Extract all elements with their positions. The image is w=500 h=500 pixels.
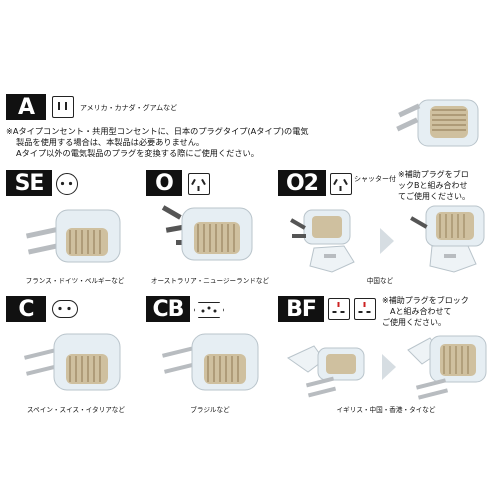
type-se-label: SE [6, 170, 52, 196]
socket-bf-icon [354, 298, 376, 320]
plug-c-image [23, 333, 121, 391]
socket-cb-icon [194, 302, 224, 318]
type-a-label: A [6, 94, 46, 120]
arrow-icon [382, 354, 396, 380]
type-o-label: O [146, 170, 182, 196]
plug-bf-assembled-image [407, 335, 487, 400]
arrow-icon [380, 228, 394, 254]
socket-c-icon [52, 300, 78, 318]
type-c-region: スペイン・スイス・イタリアなど [27, 406, 125, 414]
type-o2-note-line3: てご使用ください。 [398, 192, 470, 201]
type-cb-label: CB [146, 296, 190, 322]
type-a-region: アメリカ・カナダ・グアムなど [80, 104, 178, 112]
type-o-region: オーストラリア・ニュージーランドなど [150, 277, 270, 285]
type-o2-note-line2: ックBと組み合わせ [398, 181, 468, 190]
plug-a-image [396, 99, 479, 147]
type-se-region: フランス・ドイツ・ベルギーなど [25, 277, 125, 285]
type-a-note-line3: Aタイプ以外の電気製品のプラグを変換する際にご使用ください。 [16, 148, 259, 158]
type-bf-note-line2: Aと組み合わせて [390, 307, 452, 316]
type-bf-note-line1: ※補助プラグをブロック [382, 296, 469, 305]
plug-se-image [25, 209, 121, 263]
socket-bf-icon [328, 298, 350, 320]
plug-cb-image [161, 333, 259, 391]
socket-a-icon [52, 96, 74, 118]
plug-o-image [161, 205, 253, 261]
type-c-label: C [6, 296, 46, 322]
type-cb-region: ブラジルなど [190, 406, 230, 414]
type-o2-note-line1: ※補助プラグをブロ [398, 170, 469, 179]
type-bf-region: イギリス・中国・香港・タイなど [336, 406, 436, 414]
plug-o2-assembled-image [410, 205, 485, 273]
type-o2-label: O2 [278, 170, 326, 196]
type-o2-shutter: シャッター付 [354, 175, 396, 183]
plug-o2-parts-image [290, 209, 355, 273]
plug-bf-parts-image [287, 345, 365, 398]
socket-o2-icon [330, 173, 352, 195]
type-bf-note-line3: ご使用ください。 [382, 318, 446, 327]
type-a-note-line2: 製品を使用する場合は、本製品は必要ありません。 [16, 137, 205, 147]
type-bf-label: BF [278, 296, 324, 322]
socket-o-icon [188, 173, 210, 195]
socket-se-icon [56, 173, 78, 195]
type-a-note-line1: ※Aタイプコンセント・共用型コンセントに、日本のプラグタイプ(Aタイプ)の電気 [6, 126, 309, 136]
type-o2-region: 中国など [366, 277, 394, 285]
